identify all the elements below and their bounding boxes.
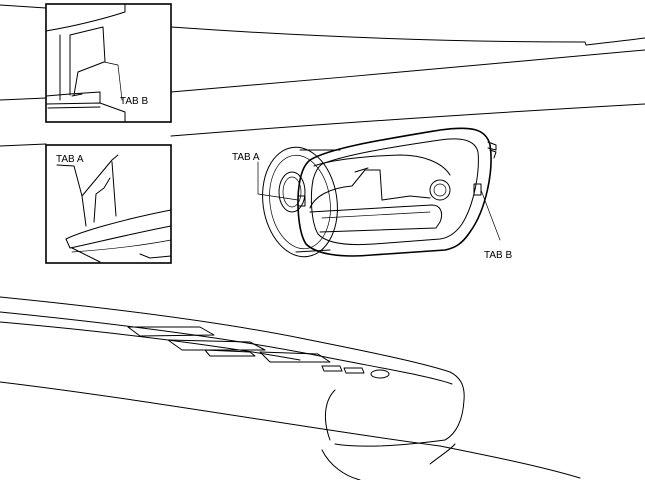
tab-a-leader-line	[257, 161, 299, 201]
tab-b-leader-line	[480, 189, 501, 241]
handle-tab-a-label: TAB A	[232, 152, 260, 163]
inner-door-handle-assembly	[262, 127, 497, 258]
upper-door-panel	[0, 4, 645, 147]
inset-tab-a-detail	[45, 144, 172, 264]
inset-tab-b-label: TAB B	[120, 96, 148, 107]
handle-tab-b-label: TAB B	[484, 250, 512, 261]
inset-tab-b-detail	[45, 3, 172, 123]
inset-tab-a-label: TAB A	[56, 154, 84, 165]
lower-door-armrest	[0, 296, 581, 480]
